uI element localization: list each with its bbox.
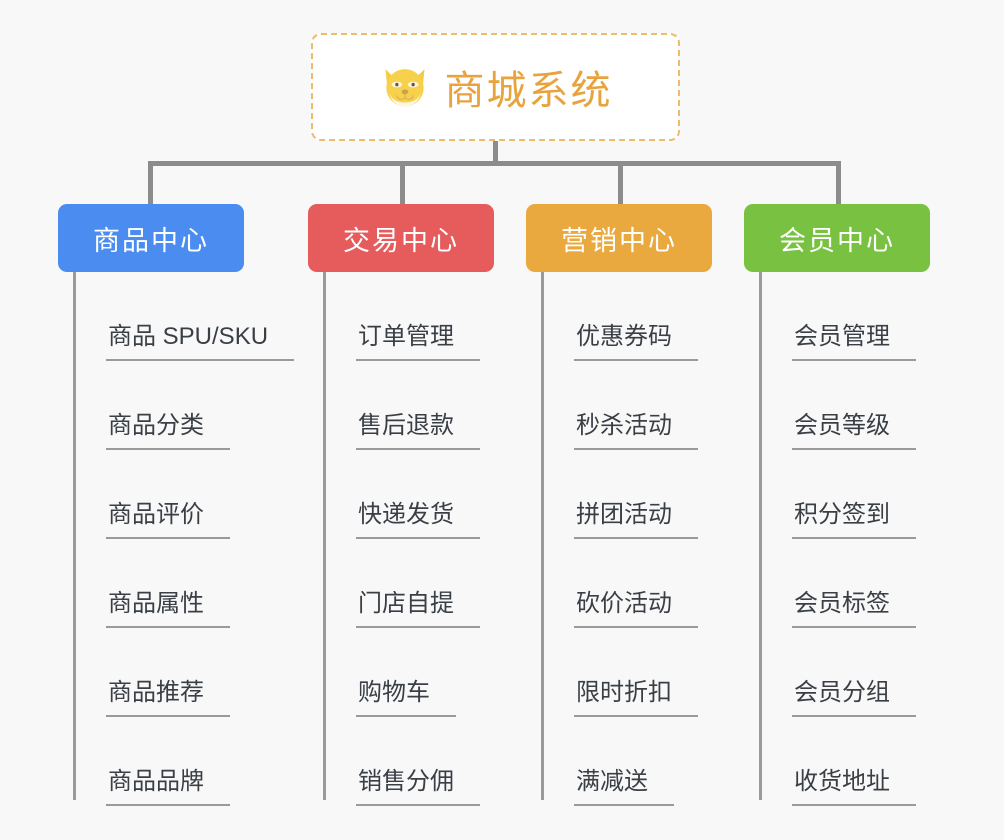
connector-root-stub xyxy=(493,141,498,165)
leaf-label: 会员管理 xyxy=(792,325,916,361)
leaf-item[interactable]: 优惠券码 xyxy=(526,272,712,361)
leaf-label: 秒杀活动 xyxy=(574,414,698,450)
leaf-item[interactable]: 会员等级 xyxy=(744,361,930,450)
branch-trunk-4 xyxy=(759,272,762,800)
leaf-label: 会员分组 xyxy=(792,681,916,717)
leaf-label: 收货地址 xyxy=(792,770,916,806)
leaf-label: 砍价活动 xyxy=(574,592,698,628)
branch-column-3: 营销中心 优惠券码 秒杀活动 拼团活动 砍价活动 限时折扣 满减送 xyxy=(526,204,712,806)
leaf-label: 门店自提 xyxy=(356,592,480,628)
leaf-label: 商品属性 xyxy=(106,592,230,628)
branch-header-4[interactable]: 会员中心 xyxy=(744,204,930,272)
leaf-list-2: 订单管理 售后退款 快递发货 门店自提 购物车 销售分佣 xyxy=(308,272,494,806)
branch-column-2: 交易中心 订单管理 售后退款 快递发货 门店自提 购物车 销售分佣 xyxy=(308,204,494,806)
leaf-list-1: 商品 SPU/SKU 商品分类 商品评价 商品属性 商品推荐 商品品牌 xyxy=(58,272,295,806)
leaf-item[interactable]: 商品分类 xyxy=(58,361,244,450)
branch-header-label-4: 会员中心 xyxy=(779,225,895,256)
leaf-label: 积分签到 xyxy=(792,503,916,539)
leaf-item[interactable]: 商品推荐 xyxy=(58,628,244,717)
leaf-label: 销售分佣 xyxy=(356,770,480,806)
connector-drop-2 xyxy=(400,161,405,205)
leaf-label: 优惠券码 xyxy=(574,325,698,361)
connector-drop-1 xyxy=(148,161,153,205)
leaf-item[interactable]: 商品 SPU/SKU xyxy=(58,272,295,361)
leaf-list-3: 优惠券码 秒杀活动 拼团活动 砍价活动 限时折扣 满减送 xyxy=(526,272,712,806)
branch-trunk-1 xyxy=(73,272,76,800)
branch-header-label-3: 营销中心 xyxy=(561,225,677,256)
leaf-item[interactable]: 会员分组 xyxy=(744,628,930,717)
leaf-label: 订单管理 xyxy=(356,325,480,361)
branch-header-label-1: 商品中心 xyxy=(93,225,209,256)
leaf-label: 商品评价 xyxy=(106,503,230,539)
leaf-item[interactable]: 拼团活动 xyxy=(526,450,712,539)
leaf-item[interactable]: 销售分佣 xyxy=(308,717,494,806)
leaf-label: 拼团活动 xyxy=(574,503,698,539)
connector-drop-3 xyxy=(618,161,623,205)
leaf-item[interactable]: 订单管理 xyxy=(308,272,494,361)
branch-header-3[interactable]: 营销中心 xyxy=(526,204,712,272)
leaf-item[interactable]: 限时折扣 xyxy=(526,628,712,717)
connector-drop-4 xyxy=(836,161,841,205)
leaf-item[interactable]: 满减送 xyxy=(526,717,712,806)
root-node[interactable]: 商城系统 xyxy=(311,33,680,141)
leaf-label: 售后退款 xyxy=(356,414,480,450)
leaf-label: 商品 SPU/SKU xyxy=(106,325,295,361)
branch-column-4: 会员中心 会员管理 会员等级 积分签到 会员标签 会员分组 收货地址 xyxy=(744,204,930,806)
leaf-label: 满减送 xyxy=(574,770,674,806)
branch-header-label-2: 交易中心 xyxy=(343,225,459,256)
leaf-item[interactable]: 会员管理 xyxy=(744,272,930,361)
leaf-item[interactable]: 收货地址 xyxy=(744,717,930,806)
branch-header-1[interactable]: 商品中心 xyxy=(58,204,244,272)
leaf-item[interactable]: 积分签到 xyxy=(744,450,930,539)
leaf-item[interactable]: 售后退款 xyxy=(308,361,494,450)
connector-horizontal-bus xyxy=(148,161,840,166)
leaf-item[interactable]: 商品品牌 xyxy=(58,717,244,806)
leaf-list-4: 会员管理 会员等级 积分签到 会员标签 会员分组 收货地址 xyxy=(744,272,930,806)
root-title: 商城系统 xyxy=(444,69,613,113)
branch-header-2[interactable]: 交易中心 xyxy=(308,204,494,272)
branch-column-1: 商品中心 商品 SPU/SKU 商品分类 商品评价 商品属性 商品推荐 商品品牌 xyxy=(58,204,295,806)
leaf-item[interactable]: 商品属性 xyxy=(58,539,244,628)
leaf-label: 商品品牌 xyxy=(106,770,230,806)
leaf-item[interactable]: 快递发货 xyxy=(308,450,494,539)
dog-face-icon xyxy=(379,61,431,113)
leaf-item[interactable]: 砍价活动 xyxy=(526,539,712,628)
branch-trunk-2 xyxy=(323,272,326,800)
leaf-label: 快递发货 xyxy=(356,503,480,539)
leaf-item[interactable]: 门店自提 xyxy=(308,539,494,628)
leaf-item[interactable]: 会员标签 xyxy=(744,539,930,628)
leaf-label: 商品推荐 xyxy=(106,681,230,717)
leaf-item[interactable]: 购物车 xyxy=(308,628,494,717)
branch-trunk-3 xyxy=(541,272,544,800)
leaf-label: 商品分类 xyxy=(106,414,230,450)
leaf-label: 会员等级 xyxy=(792,414,916,450)
leaf-item[interactable]: 秒杀活动 xyxy=(526,361,712,450)
leaf-label: 会员标签 xyxy=(792,592,916,628)
leaf-item[interactable]: 商品评价 xyxy=(58,450,244,539)
leaf-label: 购物车 xyxy=(356,681,456,717)
leaf-label: 限时折扣 xyxy=(574,681,698,717)
